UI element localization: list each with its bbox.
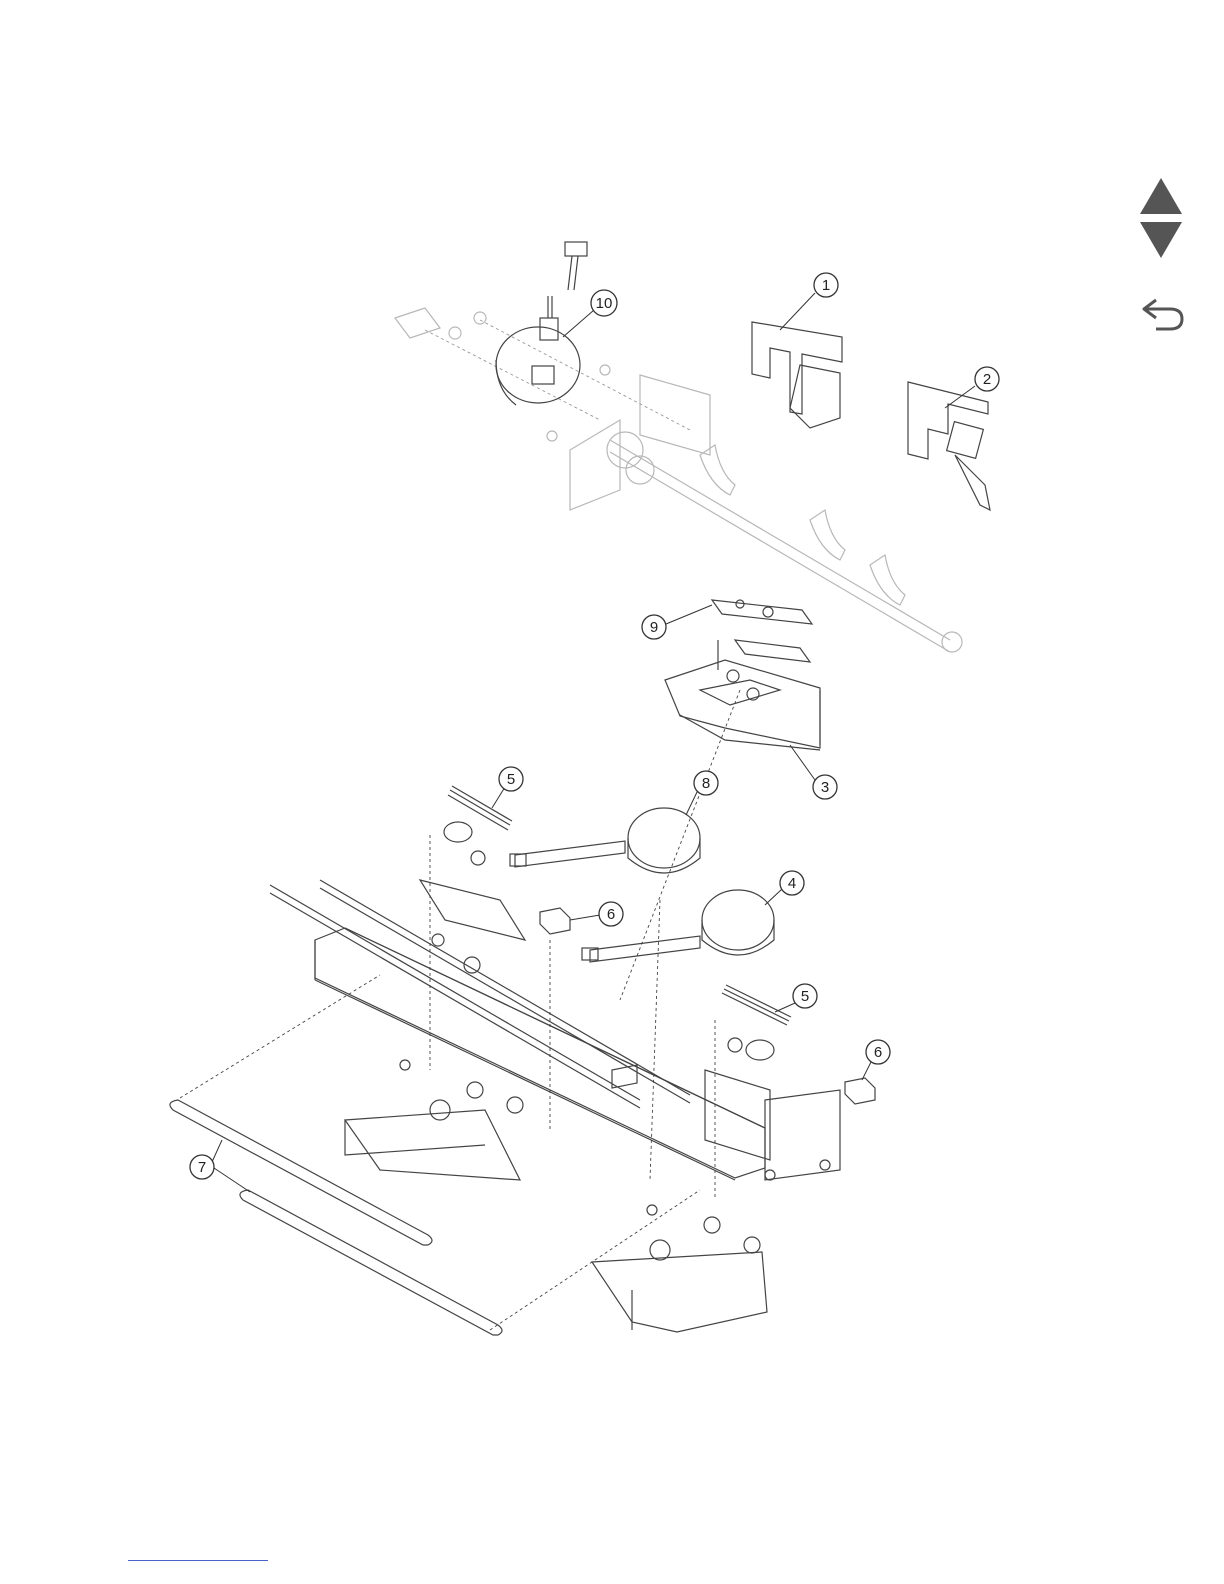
callout-7: 7 bbox=[190, 1140, 250, 1192]
svg-text:3: 3 bbox=[821, 779, 829, 796]
svg-text:6: 6 bbox=[874, 1044, 882, 1061]
lower-guide-right bbox=[592, 1205, 767, 1332]
svg-text:9: 9 bbox=[650, 619, 658, 636]
triangle-down-icon bbox=[1138, 220, 1184, 260]
callout-3: 3 bbox=[790, 745, 837, 799]
svg-text:8: 8 bbox=[702, 775, 710, 792]
return-arrow-icon bbox=[1138, 294, 1188, 334]
svg-text:6: 6 bbox=[607, 906, 615, 923]
callout-2: 2 bbox=[945, 367, 999, 408]
footer-link[interactable] bbox=[128, 1560, 268, 1580]
callout-10: 10 bbox=[563, 290, 617, 337]
next-page-button[interactable] bbox=[1138, 220, 1184, 260]
part-5-spring-upper bbox=[444, 786, 512, 865]
footer-link-underline bbox=[128, 1560, 268, 1561]
svg-text:1: 1 bbox=[822, 277, 830, 294]
part-1-bracket bbox=[752, 322, 842, 428]
part-9-plate bbox=[712, 600, 812, 662]
callout-5-lower: 5 bbox=[775, 984, 817, 1012]
alignment-lines bbox=[180, 690, 740, 1330]
part-5-spring-lower bbox=[722, 985, 791, 1060]
svg-text:4: 4 bbox=[788, 875, 796, 892]
lower-guide-left bbox=[345, 1060, 523, 1180]
svg-text:5: 5 bbox=[507, 771, 515, 788]
part-3-tray bbox=[665, 640, 820, 750]
svg-text:5: 5 bbox=[801, 988, 809, 1005]
callout-9: 9 bbox=[642, 605, 712, 639]
part-7-belts bbox=[170, 1100, 502, 1335]
part-8-motor bbox=[510, 808, 700, 873]
callout-5-upper: 5 bbox=[492, 767, 523, 808]
part-6-sensor-lower bbox=[845, 1078, 875, 1104]
svg-text:7: 7 bbox=[198, 1159, 206, 1176]
part-10-motor bbox=[496, 242, 587, 405]
previous-page-button[interactable] bbox=[1138, 176, 1184, 216]
upper-shaft-assembly bbox=[395, 308, 962, 652]
part-2-flag bbox=[908, 382, 990, 510]
part-6-sensor-upper bbox=[540, 908, 570, 934]
svg-text:10: 10 bbox=[596, 295, 613, 312]
callout-6-upper: 6 bbox=[570, 902, 623, 926]
callout-4: 4 bbox=[765, 871, 804, 905]
callout-6-lower: 6 bbox=[862, 1040, 890, 1080]
go-back-button[interactable] bbox=[1138, 294, 1188, 334]
callout-1: 1 bbox=[780, 273, 838, 330]
callout-8: 8 bbox=[686, 771, 718, 815]
svg-text:2: 2 bbox=[983, 371, 991, 388]
triangle-up-icon bbox=[1138, 176, 1184, 216]
